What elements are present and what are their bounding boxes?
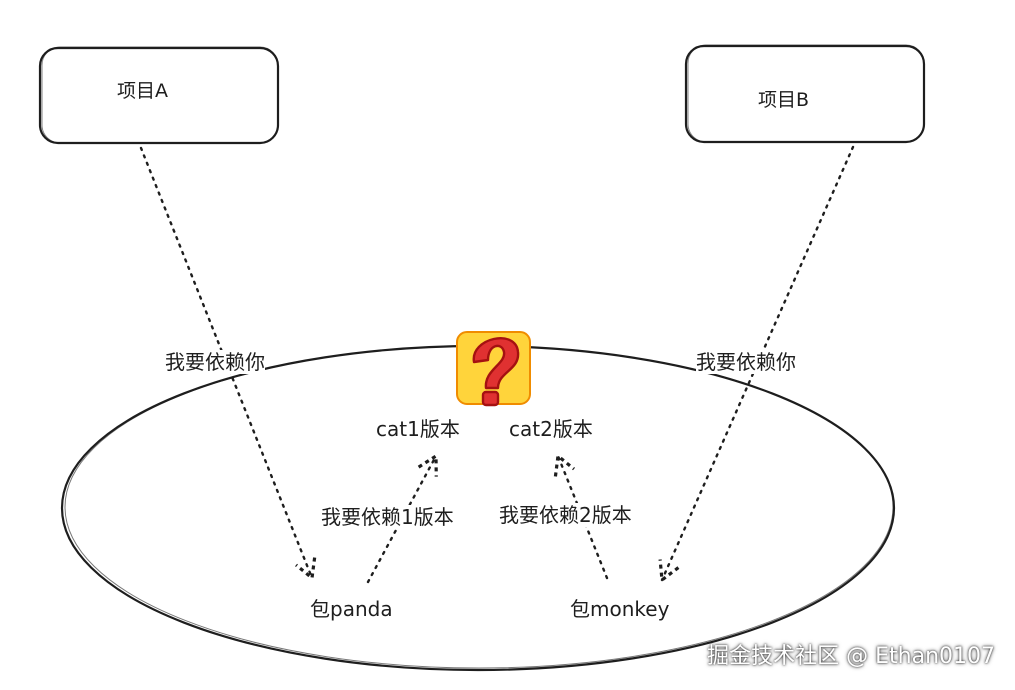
- project-a-box-sketch: [41, 46, 279, 144]
- package-monkey-label: 包monkey: [570, 597, 670, 621]
- project-b-box-sketch: [687, 44, 925, 143]
- edge-label-b-to-monkey: 我要依赖你: [696, 350, 796, 374]
- edge-label-a-to-panda: 我要依赖你: [165, 350, 265, 374]
- project-a-label: 项目A: [117, 80, 168, 102]
- cat-v2-label: cat2版本: [509, 417, 593, 441]
- question-mark-icon: [456, 331, 531, 407]
- cat-v1-label: cat1版本: [376, 417, 460, 441]
- edge-label-panda-to-cat1: 我要依赖1版本: [321, 505, 454, 529]
- project-b-label: 项目B: [758, 89, 810, 111]
- watermark: 掘金技术社区 @ Ethan0107: [707, 644, 995, 669]
- arrow-b-to-monkey: [662, 145, 855, 580]
- package-panda-label: 包panda: [310, 597, 393, 621]
- edge-label-monkey-to-cat2: 我要依赖2版本: [499, 503, 632, 527]
